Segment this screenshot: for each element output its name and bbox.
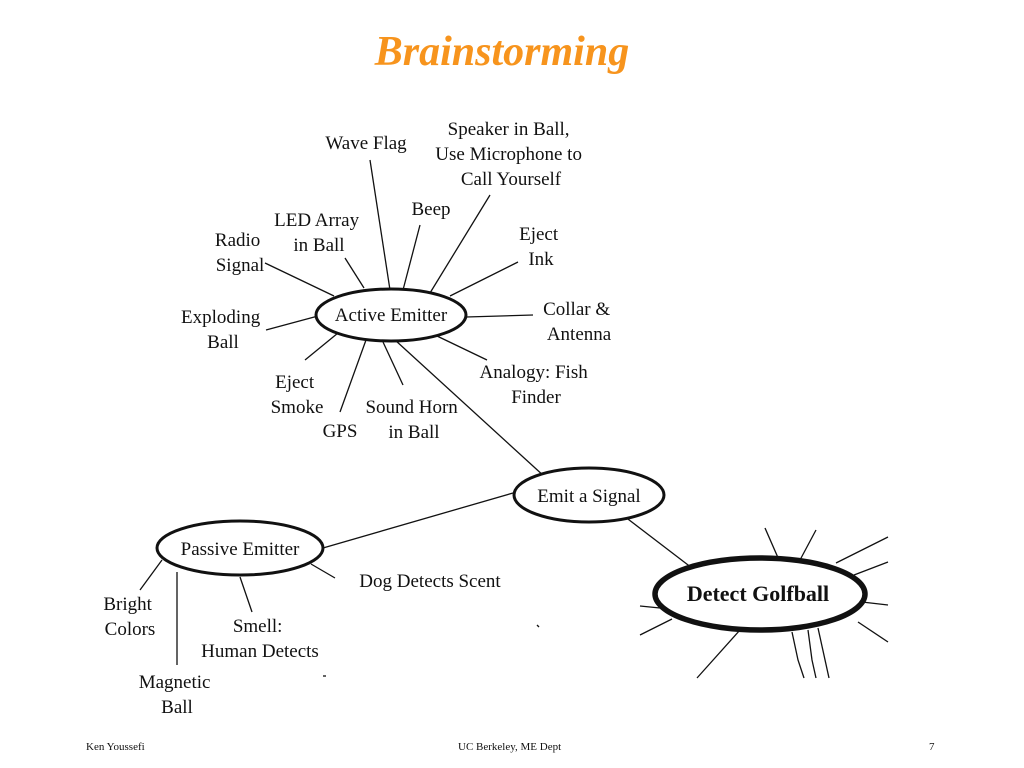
idea-eject-smoke: Eject Smoke xyxy=(271,372,324,418)
idea-beep: Beep xyxy=(411,199,450,220)
line-exploding-ball xyxy=(265,315,319,331)
golfball-spoke xyxy=(536,624,540,628)
line-speaker xyxy=(429,194,491,294)
active-emitter-label: Active Emitter xyxy=(335,305,448,326)
emit-signal-node xyxy=(512,466,666,524)
line-signal-to-golfball xyxy=(619,512,693,569)
golfball-spoke xyxy=(817,627,830,679)
line-sound-horn xyxy=(382,341,404,386)
line-eject-ink xyxy=(449,261,519,297)
golfball-spokes xyxy=(323,527,889,679)
line-collar-antenna xyxy=(465,314,534,318)
passive-emitter-node xyxy=(155,519,325,577)
footer-page-number: 7 xyxy=(929,741,935,753)
line-bright-colors xyxy=(139,559,163,591)
emit-signal-label: Emit a Signal xyxy=(537,486,640,507)
golfball-spoke xyxy=(853,561,889,576)
idea-gps: GPS xyxy=(323,421,358,442)
passive-emitter-label: Passive Emitter xyxy=(181,539,300,560)
connector-lines xyxy=(139,159,693,665)
golfball-spoke xyxy=(857,621,889,643)
golfball-spoke xyxy=(799,529,817,561)
idea-fish-finder: Analogy: Fish Finder xyxy=(480,362,593,408)
detect-golfball-node xyxy=(652,555,868,633)
slide-title: Brainstorming xyxy=(374,29,630,75)
golfball-spoke xyxy=(807,629,817,679)
line-active-to-signal xyxy=(394,339,546,478)
idea-wave-flag: Wave Flag xyxy=(325,133,407,154)
detect-golfball-label: Detect Golfball xyxy=(687,581,829,606)
footer-author: Ken Youssefi xyxy=(86,741,145,753)
golfball-spoke xyxy=(835,536,889,564)
idea-led-array: LED Array in Ball xyxy=(274,210,364,256)
idea-sound-horn: Sound Horn in Ball xyxy=(365,397,462,443)
idea-magnetic-ball: Magnetic Ball xyxy=(139,672,216,718)
footer-department: UC Berkeley, ME Dept xyxy=(458,741,562,753)
golfball-spoke xyxy=(861,601,889,606)
line-beep xyxy=(402,224,421,291)
active-emitter-node xyxy=(314,287,468,343)
golfball-spoke xyxy=(791,631,805,679)
line-signal-to-passive xyxy=(322,492,514,549)
golfball-spoke xyxy=(696,629,741,679)
line-fish-finder xyxy=(436,335,488,361)
line-smell xyxy=(239,576,253,613)
idea-smell: Smell: Human Detects xyxy=(201,616,319,662)
golfball-spoke xyxy=(639,618,673,636)
idea-radio-signal: Radio Signal xyxy=(215,230,265,276)
line-dog-scent xyxy=(310,563,336,579)
idea-eject-ink: Eject Ink xyxy=(519,224,563,270)
line-radio-signal xyxy=(264,262,335,297)
idea-bright-colors: Bright Colors xyxy=(103,594,156,640)
line-led-array xyxy=(344,257,365,289)
line-wave-flag xyxy=(369,159,391,291)
idea-exploding-ball: Exploding Ball xyxy=(181,307,265,353)
golfball-spoke xyxy=(639,605,661,609)
idea-speaker: Speaker in Ball, Use Microphone to Call … xyxy=(435,119,586,190)
line-gps xyxy=(339,339,367,413)
idea-collar-antenna: Collar & Antenna xyxy=(543,299,615,345)
golfball-spoke xyxy=(764,527,780,561)
idea-dog-scent: Dog Detects Scent xyxy=(359,571,501,592)
line-eject-smoke xyxy=(304,332,339,361)
